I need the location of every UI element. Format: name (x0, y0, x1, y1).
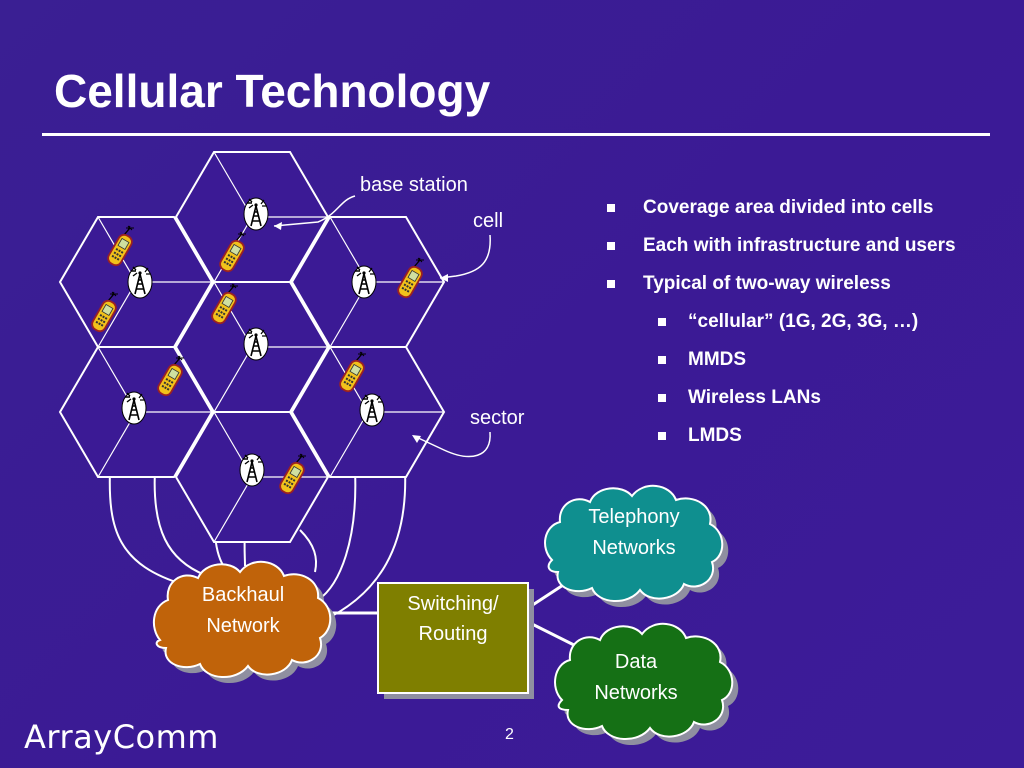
bullet-item: Typical of two-way wireless (606, 271, 956, 309)
sub-bullet-item: “cellular” (1G, 2G, 3G, …) (606, 309, 956, 347)
sub-bullet-item: Wireless LANs (606, 385, 956, 423)
bullet-text: “cellular” (1G, 2G, 3G, …) (688, 311, 919, 332)
bullet-list: Coverage area divided into cells Each wi… (606, 195, 956, 461)
base-station-icon (127, 265, 153, 299)
cell-pointer (439, 234, 491, 279)
base-station-icon (351, 265, 377, 299)
switching-label-line2: Routing (419, 623, 488, 645)
bullet-text: LMDS (688, 425, 742, 446)
arrowhead (274, 222, 282, 230)
company-logo: ArrayComm (24, 718, 219, 756)
base-station-icon (243, 327, 269, 361)
bullet-text: Each with infrastructure and users (643, 235, 956, 256)
title-divider (42, 133, 990, 136)
bullet-text: Wireless LANs (688, 387, 821, 408)
data-label-line2: Networks (594, 682, 677, 704)
slide-title: Cellular Technology (54, 65, 491, 117)
bullet-square-icon (658, 356, 666, 364)
switching-label-line1: Switching/ (407, 593, 499, 615)
bullet-square-icon (607, 280, 615, 288)
telephony-label-line2: Networks (592, 537, 675, 559)
bullet-item: Coverage area divided into cells (606, 195, 956, 233)
base-station-icon (121, 391, 147, 425)
data-label-line1: Data (615, 651, 658, 673)
arrowhead (412, 435, 421, 443)
telephony-networks-cloud: Telephony Networks (544, 485, 729, 608)
arrowhead (440, 274, 448, 282)
bullet-square-icon (658, 318, 666, 326)
sector-pointer (413, 431, 491, 458)
telephony-label-line1: Telephony (588, 506, 679, 528)
cell-label: cell (473, 210, 503, 232)
page-number: 2 (505, 726, 514, 743)
data-networks-cloud: Data Networks (554, 623, 739, 746)
switching-routing-box: Switching/ Routing (377, 582, 534, 699)
sector-label: sector (470, 407, 525, 429)
base-station-icon (239, 453, 265, 487)
base-station-icon (359, 393, 385, 427)
bullet-square-icon (658, 432, 666, 440)
bullet-item: Each with infrastructure and users (606, 233, 956, 271)
backhaul-label-line2: Network (206, 615, 280, 637)
bullet-text: Coverage area divided into cells (643, 197, 934, 218)
bullet-text: Typical of two-way wireless (643, 273, 891, 294)
base-station-pointer (273, 195, 356, 227)
backhaul-network-cloud: Backhaul Network (152, 561, 337, 684)
bullet-square-icon (607, 204, 615, 212)
sub-bullet-item: MMDS (606, 347, 956, 385)
base-station-icon (243, 197, 269, 231)
backhaul-label-line1: Backhaul (202, 584, 284, 606)
bullet-text: MMDS (688, 349, 747, 370)
bullet-square-icon (607, 242, 615, 250)
sub-bullet-item: LMDS (606, 423, 956, 461)
base-station-label: base station (360, 174, 468, 196)
bullet-square-icon (658, 394, 666, 402)
